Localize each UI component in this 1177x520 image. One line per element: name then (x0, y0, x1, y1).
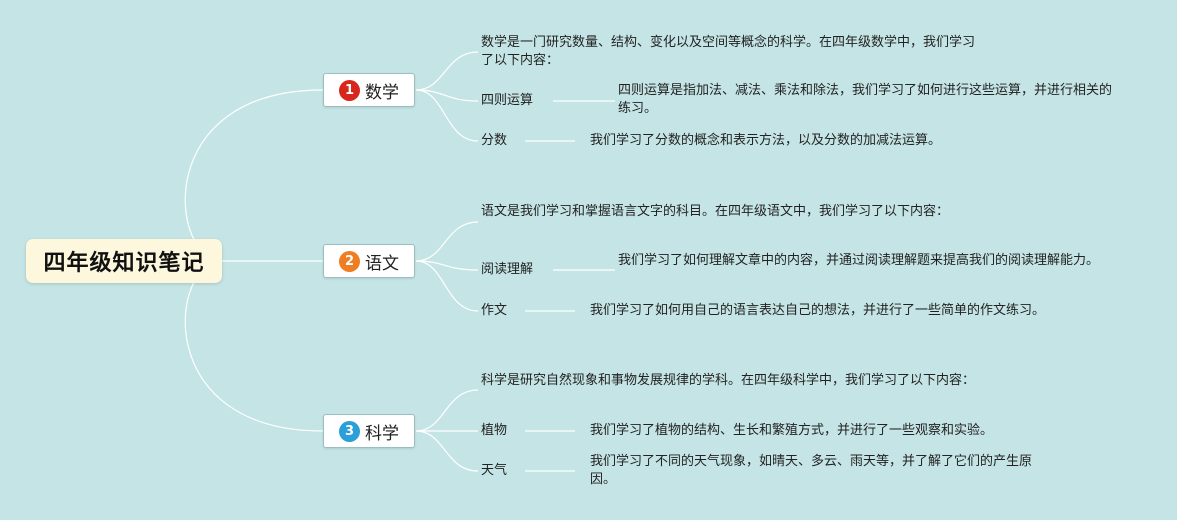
leaf-title: 植物 (481, 423, 508, 438)
branch-title: 数学 (365, 82, 399, 103)
number-badge-1: 1 (339, 79, 360, 101)
branch-title: 语文 (365, 253, 399, 274)
link-chinese-desc (415, 221, 479, 262)
link-math-desc (415, 51, 479, 91)
link-root-math (184, 89, 324, 262)
link-science-desc (415, 389, 479, 432)
branch-math[interactable]: 1 数学 (323, 73, 415, 107)
branch-description: 语文是我们学习和掌握语言文字的科目。在四年级语文中，我们学习了以下内容： (481, 204, 950, 219)
branch-description: 科学是研究自然现象和事物发展规律的学科。在四年级科学中，我们学习了以下内容： (481, 373, 976, 388)
number-badge-2: 2 (339, 250, 360, 272)
root-title: 四年级知识笔记 (43, 251, 205, 276)
branch-title: 科学 (365, 423, 399, 444)
leaf-detail: 我们学习了植物的结构、生长和繁殖方式，并进行了一些观察和实验。 (590, 423, 994, 438)
leaf-detail: 我们学习了如何理解文章中的内容，并通过阅读理解题来提高我们的阅读理解能力。 (618, 253, 1100, 268)
leaf-title: 阅读理解 (481, 262, 534, 277)
branch-science[interactable]: 3 科学 (323, 414, 415, 448)
leaf-title: 作文 (481, 303, 508, 318)
leaf-title: 天气 (481, 463, 508, 478)
leaf-title: 分数 (481, 133, 508, 148)
leaf-detail: 我们学习了不同的天气现象，如晴天、多云、雨天等，并了解了它们的产生原因。 (590, 454, 1033, 487)
link-science-leaf2 (415, 430, 479, 472)
link-root-science (184, 260, 324, 432)
leaf-title: 四则运算 (481, 93, 534, 108)
branch-chinese[interactable]: 2 语文 (323, 244, 415, 278)
leaf-detail: 我们学习了分数的概念和表示方法，以及分数的加减法运算。 (590, 133, 942, 148)
link-chinese-leaf2 (415, 260, 479, 312)
link-chinese-leaf1 (415, 260, 479, 271)
link-math-leaf1 (415, 89, 479, 102)
leaf-detail: 四则运算是指加法、减法、乘法和除法，我们学习了如何进行这些运算，并进行相关的练习… (618, 83, 1113, 116)
root-node[interactable]: 四年级知识笔记 (26, 239, 222, 283)
link-math-leaf2 (415, 89, 479, 142)
branch-description: 数学是一门研究数量、结构、变化以及空间等概念的科学。在四年级数学中，我们学习了以… (481, 35, 976, 68)
leaf-detail: 我们学习了如何用自己的语言表达自己的想法，并进行了一些简单的作文练习。 (590, 303, 1046, 318)
number-badge-3: 3 (339, 420, 360, 442)
